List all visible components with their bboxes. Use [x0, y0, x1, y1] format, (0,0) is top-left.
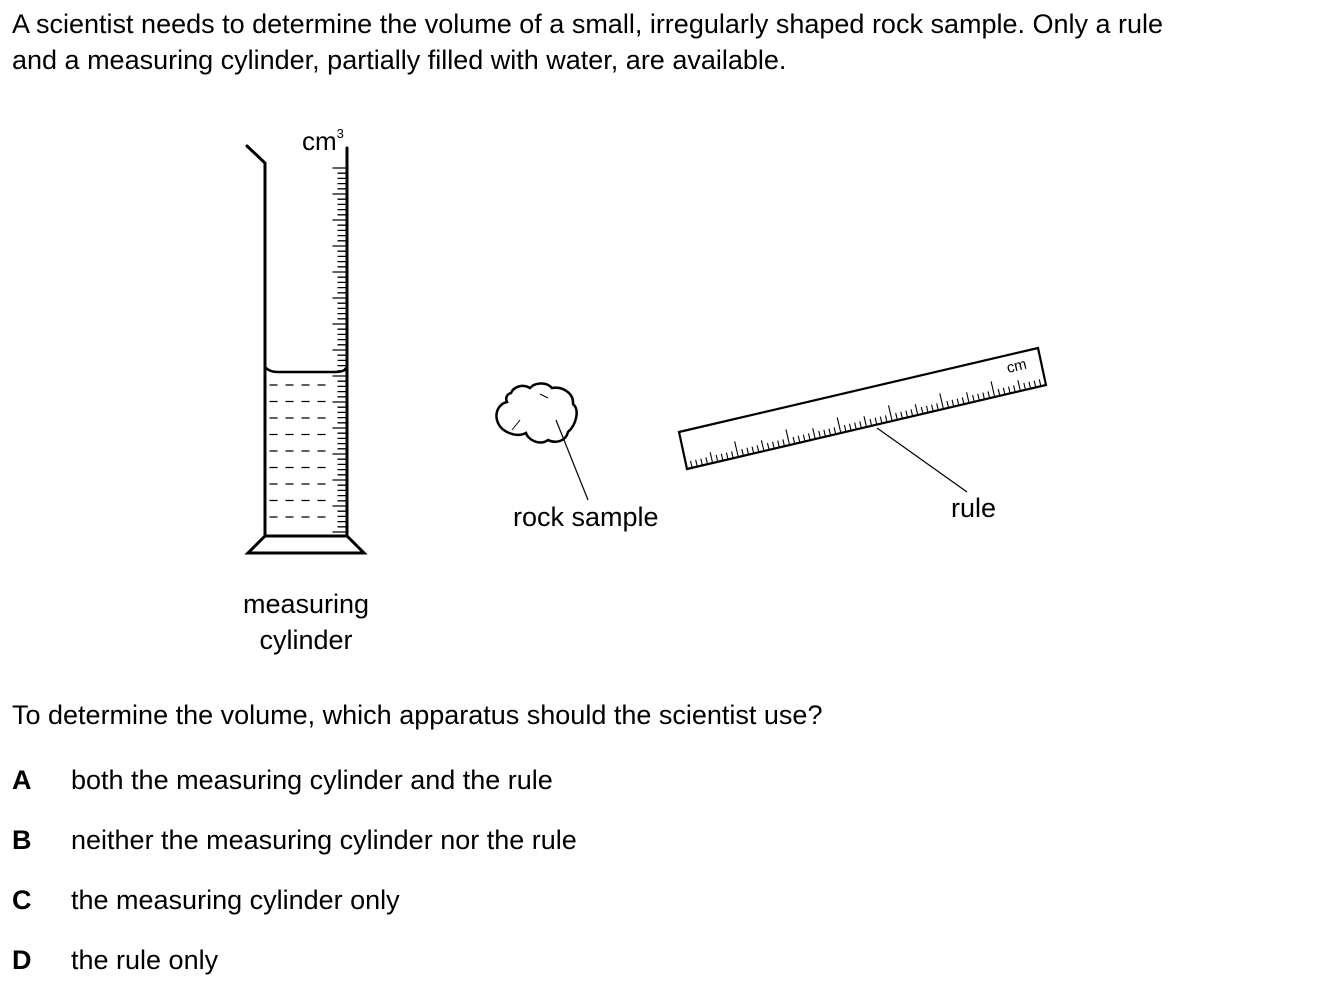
ruler-tick: [914, 404, 919, 416]
ruler-tick: [715, 454, 719, 462]
cylinder-scale-ticks: [332, 167, 348, 533]
ruler-tick: [689, 460, 693, 468]
option-d[interactable]: D the rule only: [12, 942, 218, 978]
ruler-tick: [1017, 380, 1021, 392]
ruler-tick: [772, 441, 775, 449]
ruler-tick: [782, 439, 785, 447]
ruler-tick: [905, 410, 909, 418]
ruler-tick: [879, 416, 883, 424]
ruler-tick: [920, 406, 924, 414]
ruler-tick: [843, 424, 847, 432]
option-text: both the measuring cylinder and the rule: [71, 765, 553, 795]
rock-sample-label: rock sample: [513, 502, 659, 532]
ruler-tick: [946, 400, 950, 408]
ruler-tick: [709, 452, 714, 464]
ruler-tick: [766, 442, 770, 450]
ruler-tick: [987, 391, 991, 399]
rule-label: rule: [951, 493, 997, 523]
option-letter: B: [12, 825, 32, 855]
ruler-tick: [756, 445, 760, 453]
stem-line-1: A scientist needs to determine the volum…: [12, 9, 1164, 39]
ruler-tick: [823, 429, 827, 437]
ruler-tick: [812, 428, 816, 440]
cylinder-unit: cm3: [302, 126, 344, 156]
ruler-tick: [797, 435, 801, 443]
cylinder-label-line-2: cylinder: [259, 625, 353, 655]
question-text: To determine the volume, which apparatus…: [12, 700, 823, 730]
ruler-tick: [1007, 386, 1011, 394]
ruler-tick: [818, 430, 821, 438]
option-a[interactable]: A both the measuring cylinder and the ru…: [12, 762, 553, 798]
ruler-tick: [951, 399, 955, 407]
ruler-scale-ticks: [689, 379, 1042, 468]
ruler-tick: [792, 436, 796, 444]
ruler-tick: [977, 393, 980, 401]
ruler-tick: [731, 451, 734, 459]
option-b[interactable]: B neither the measuring cylinder nor the…: [12, 822, 577, 858]
ruler-tick: [931, 404, 934, 412]
ruler-tick: [828, 428, 832, 436]
stem-line-2: and a measuring cylinder, partially fill…: [12, 45, 787, 75]
ruler-tick: [848, 423, 852, 431]
apparatus-figure: cm3 cm: [244, 126, 1048, 555]
ruler-tick: [887, 405, 893, 422]
ruler-tick: [936, 403, 939, 411]
ruler-tick: [863, 416, 868, 428]
ruler-tick: [884, 415, 888, 423]
ruler-tick: [833, 427, 837, 435]
ruler-tick: [760, 440, 765, 452]
ruler-tick: [966, 392, 970, 404]
ruler-tick: [695, 459, 698, 467]
ruler-tick: [836, 417, 842, 434]
ruler-tick: [741, 448, 744, 456]
ruler-tick: [746, 447, 750, 455]
water-surface-dashes: [269, 384, 326, 518]
ruler-tick: [1023, 382, 1027, 390]
ruler-unit: cm: [1005, 356, 1028, 377]
ruler-tick: [807, 433, 811, 441]
ruler-tick: [956, 398, 960, 406]
ruler-tick: [777, 440, 780, 448]
ruler-tick: [859, 421, 862, 429]
ruler-tick: [874, 417, 878, 425]
ruler-tick: [1033, 380, 1037, 388]
ruler-tick: [802, 434, 806, 442]
ruler-tick: [751, 446, 755, 454]
rock-sample-drawing: [495, 382, 589, 501]
option-letter: D: [12, 945, 32, 975]
ruler-tick: [869, 418, 873, 426]
ruler-tick: [1038, 379, 1042, 387]
ruler-tick: [972, 394, 975, 402]
ruler-tick: [939, 393, 944, 410]
ruler-tick: [895, 412, 898, 420]
ruler-tick: [720, 453, 724, 461]
ruler-tick: [961, 397, 965, 405]
option-text: the measuring cylinder only: [71, 885, 400, 915]
measuring-cylinder-label: measuring cylinder: [224, 586, 388, 658]
ruler-tick: [854, 422, 857, 430]
ruler-tick: [785, 429, 791, 446]
ruler-tick: [1002, 387, 1006, 395]
ruler-tick: [700, 458, 703, 466]
ruler-tick: [982, 392, 985, 400]
ruler-tick: [734, 441, 739, 458]
ruler-tick: [725, 452, 729, 460]
option-c[interactable]: C the measuring cylinder only: [12, 882, 400, 918]
option-letter: A: [12, 765, 32, 795]
option-text: the rule only: [71, 945, 219, 975]
ruler-tick: [997, 388, 1001, 396]
ruler-tick: [705, 457, 709, 465]
question-stem: A scientist needs to determine the volum…: [12, 6, 1337, 78]
option-text: neither the measuring cylinder nor the r…: [71, 825, 577, 855]
ruler-tick: [910, 409, 914, 417]
measuring-cylinder-drawing: [244, 144, 368, 555]
option-letter: C: [12, 885, 32, 915]
ruler-tick: [1028, 381, 1032, 389]
ruler-drawing: [677, 346, 1048, 493]
ruler-tick: [900, 411, 903, 419]
cylinder-label-line-1: measuring: [242, 589, 370, 619]
ruler-tick: [990, 381, 996, 398]
ruler-tick: [1013, 385, 1016, 393]
ruler-tick: [925, 405, 929, 413]
